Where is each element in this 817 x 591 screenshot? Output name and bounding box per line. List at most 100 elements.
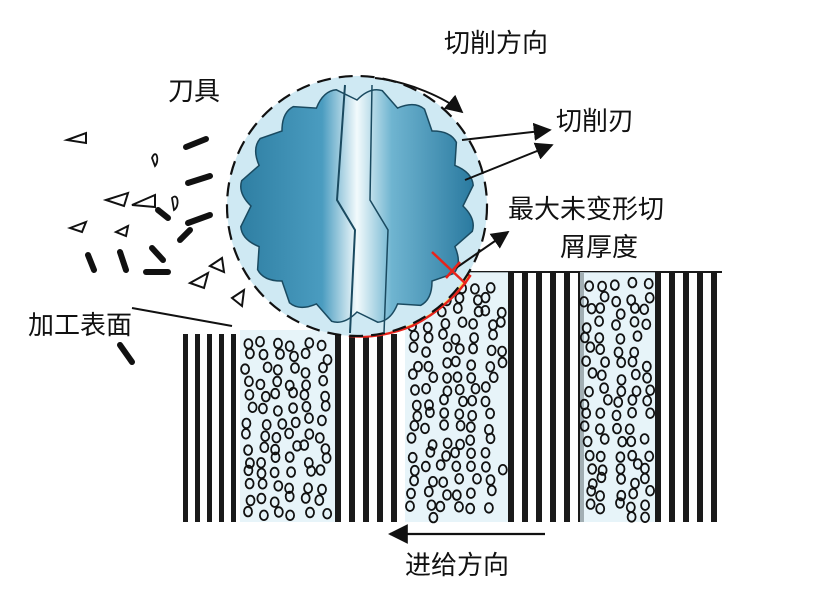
- particle: [642, 372, 652, 384]
- machined-surface-pointer: [131, 307, 233, 327]
- particle: [466, 359, 477, 371]
- particle: [269, 496, 280, 508]
- particle: [627, 449, 638, 462]
- particle: [243, 444, 254, 456]
- particle: [244, 457, 255, 469]
- particle: [582, 435, 593, 448]
- particle: [438, 328, 448, 340]
- particle: [255, 336, 265, 348]
- particle: [260, 390, 271, 403]
- particle: [595, 423, 605, 435]
- particle: [595, 503, 606, 515]
- workpiece-stripe: [550, 272, 556, 522]
- particle: [466, 460, 476, 473]
- particle: [480, 461, 491, 473]
- particle: [288, 386, 299, 399]
- particle: [617, 436, 628, 448]
- particle: [587, 463, 598, 475]
- particle: [271, 432, 282, 444]
- particle: [480, 395, 491, 408]
- particle: [468, 342, 479, 355]
- particle: [255, 378, 266, 391]
- particle: [615, 451, 626, 463]
- particle: [421, 346, 432, 358]
- particle: [272, 405, 283, 417]
- particle: [486, 484, 497, 497]
- particle: [480, 305, 491, 317]
- particle: [485, 432, 496, 445]
- particle: [629, 316, 640, 328]
- particle: [469, 332, 480, 344]
- particle: [581, 355, 591, 367]
- particle: [473, 305, 484, 318]
- particle: [480, 447, 491, 459]
- particle: [244, 389, 255, 401]
- particle: [488, 329, 499, 341]
- chip-debris-thin: [151, 153, 179, 212]
- stripe-block-left: [183, 334, 236, 522]
- workpiece-stripe: [564, 272, 570, 522]
- particle: [616, 489, 627, 502]
- particle: [243, 464, 254, 477]
- particle: [611, 409, 622, 422]
- particle: [467, 410, 478, 422]
- particle: [435, 500, 446, 513]
- particle: [318, 361, 328, 374]
- particle: [270, 451, 281, 464]
- particle: [627, 356, 638, 368]
- particle: [289, 350, 299, 363]
- particle: [285, 509, 296, 522]
- particle: [615, 308, 626, 320]
- particle: [630, 368, 641, 381]
- workpiece-stripe: [335, 334, 341, 522]
- particle: [303, 482, 314, 494]
- particle: [603, 394, 613, 406]
- particle: [258, 348, 269, 361]
- particle: [645, 485, 655, 497]
- particle: [452, 302, 463, 314]
- particle: [628, 488, 639, 500]
- label-max-chip-thickness-2: 屑厚度: [560, 233, 638, 263]
- label-max-chip-thickness-1: 最大未变形切: [508, 195, 664, 225]
- particle: [440, 318, 451, 330]
- particle: [286, 466, 297, 478]
- particle: [584, 280, 595, 292]
- particle: [616, 374, 627, 386]
- particle: [245, 494, 256, 507]
- particle: [467, 395, 478, 407]
- particle: [465, 421, 476, 433]
- particle: [454, 384, 465, 396]
- workpiece-stripe: [655, 272, 661, 522]
- particle: [595, 302, 606, 314]
- particle: [615, 497, 625, 509]
- particle: [424, 406, 435, 419]
- workpiece-stripe: [349, 334, 355, 522]
- particle: [258, 509, 269, 522]
- particle: [458, 395, 468, 408]
- particle: [497, 464, 508, 476]
- particle: [472, 473, 482, 485]
- particle: [451, 489, 462, 501]
- workpiece-stripe: [183, 334, 188, 522]
- particle: [435, 459, 446, 471]
- particle: [284, 482, 295, 495]
- particle: [579, 420, 590, 432]
- particle: [305, 506, 315, 519]
- particle: [631, 385, 642, 397]
- particle: [244, 477, 255, 490]
- particle: [321, 452, 332, 464]
- particle: [616, 385, 627, 398]
- particle: [442, 372, 453, 384]
- particle: [315, 464, 326, 476]
- particle: [409, 420, 420, 432]
- particle: [455, 420, 466, 432]
- particle: [594, 315, 604, 327]
- thickness-marker: [431, 251, 467, 285]
- particle: [272, 364, 283, 376]
- particle: [451, 460, 462, 473]
- label-feed-direction: 进给方向: [405, 551, 509, 581]
- particle: [273, 337, 283, 350]
- particle: [423, 485, 434, 498]
- particle: [480, 291, 491, 304]
- particle: [644, 450, 655, 463]
